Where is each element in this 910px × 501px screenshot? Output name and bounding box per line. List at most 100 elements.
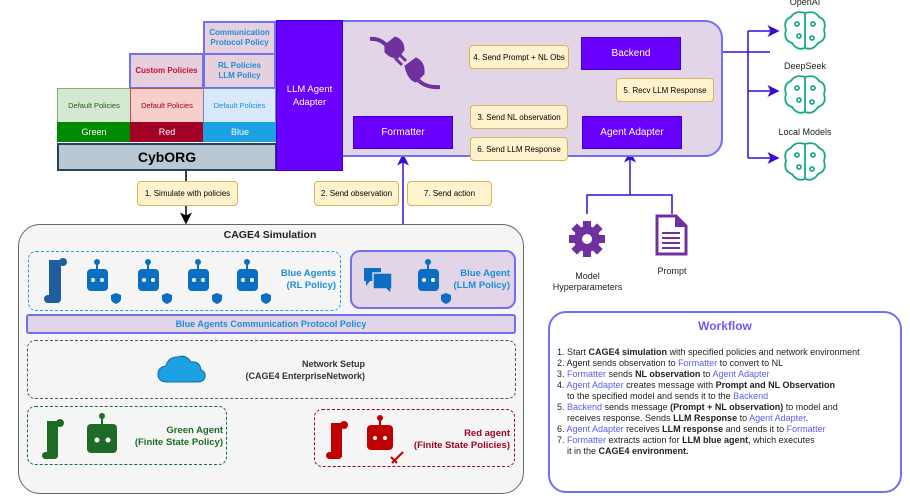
brain-circuit-icon [784, 142, 826, 181]
workflow-step-line: to the specified model and sends it to t… [557, 391, 902, 402]
workflow-text-segment: creates message with [623, 380, 716, 390]
model-local[interactable]: Local Models [770, 126, 840, 186]
workflow-text-segment: Prompt and NL Observation [715, 380, 835, 390]
step-4-tag: 4. Send Prompt + NL Obs [469, 45, 569, 69]
formatter-box[interactable]: Formatter [353, 116, 453, 149]
workflow-text-segment: sends [606, 369, 636, 379]
brain-circuit-icon [784, 11, 826, 50]
step-6-tag: 6. Send LLM Response [470, 137, 568, 161]
default-policies-blue: Default Policies [203, 88, 276, 123]
workflow-text-segment: LLM response [662, 424, 724, 434]
workflow-text-segment: Formatter [567, 369, 607, 379]
shield-icon [261, 293, 271, 304]
workflow-text-segment: 6. [557, 424, 567, 434]
llm-agent-adapter: LLM Agent Adapter [276, 20, 343, 171]
workflow-step-line: it in the CAGE4 environment. [557, 446, 902, 457]
custom-policies: Custom Policies [129, 53, 204, 89]
workflow-text-segment: Agent Adapter [566, 380, 624, 390]
workflow-text-segment: 5. [557, 402, 568, 412]
robot-icon [87, 413, 117, 453]
workflow-text-segment: to the specified model and sends it to t… [557, 391, 734, 401]
model-hyperparameters-label: Model Hyperparameters [552, 271, 623, 292]
workflow-text-segment: receives [623, 424, 663, 434]
team-green: Green [57, 122, 131, 142]
robot-icon [367, 415, 393, 450]
workflow-text-segment: CAGE4 environment. [598, 446, 689, 456]
step-5-tag: 5. Recv LLM Response [616, 78, 714, 102]
workflow-text-segment: 1. Start [557, 347, 589, 357]
shield-icon [212, 293, 222, 304]
label: 4. Send Prompt + NL Obs [473, 52, 565, 62]
robot-icon [237, 259, 271, 304]
label: Green [81, 127, 107, 137]
step-3-tag: 3. Send NL observation [470, 105, 568, 129]
scroll-icon [44, 258, 67, 303]
workflow-text-segment: sends message [602, 402, 671, 412]
team-blue: Blue [203, 122, 277, 142]
label: CybORG [137, 149, 197, 165]
label: Default Policies [213, 100, 266, 110]
agent-adapter-box[interactable]: Agent Adapter [582, 116, 682, 149]
workflow-text-segment: Backend [733, 391, 769, 401]
label: 2. Send observation [320, 189, 393, 198]
label: 7. Send action [423, 189, 476, 198]
step-1-tag: 1. Simulate with policies [137, 181, 238, 206]
workflow-step-line: 4. Agent Adapter creates message with Pr… [557, 380, 902, 391]
model-openai[interactable]: OpenAI [775, 0, 835, 55]
workflow-text-segment: and sends it to [723, 424, 787, 434]
workflow-text-segment: CAGE4 simulation [588, 347, 668, 357]
label: Default Policies [68, 100, 120, 110]
network-setup-label: Network Setup (CAGE4 EnterpriseNetwork) [225, 358, 365, 382]
workflow-text-segment: receives response. Sends [557, 413, 674, 423]
workflow-text-segment: LLM Response [673, 413, 738, 423]
model-deepseek[interactable]: DeepSeek [775, 60, 835, 115]
workflow-text-segment: with specified policies and network envi… [667, 347, 860, 357]
shield-icon [441, 293, 451, 304]
workflow-text-segment: NL observation [635, 369, 701, 379]
step-7-tag: 7. Send action [407, 181, 492, 206]
label: Backend [611, 48, 651, 59]
network-name: (CAGE4 EnterpriseNetwork) [245, 371, 365, 381]
communication-protocol-policy: Communication Protocol Policy [203, 21, 276, 55]
rl-llm-policies: RL Policies LLM Policy [203, 53, 276, 89]
workflow-text-segment: Agent Adapter [712, 369, 770, 379]
workflow-step-line: 7. Formatter extracts action for LLM blu… [557, 435, 902, 446]
robot-icon [138, 259, 172, 304]
team-red: Red [130, 122, 204, 142]
label: LLM Agent Adapter [286, 83, 333, 108]
workflow-text-segment: 3. [557, 369, 568, 379]
simulation-title: CAGE4 Simulation [223, 229, 317, 241]
model-label: DeepSeek [783, 61, 827, 71]
backend-box[interactable]: Backend [581, 37, 681, 70]
scroll-icon [42, 419, 64, 459]
workflow-text-segment: LLM blue agent [682, 435, 749, 445]
workflow-text-segment: Formatter [786, 424, 826, 434]
brain-circuit-icon [784, 75, 826, 114]
workflow-text-segment: (Prompt + NL observation) [670, 402, 784, 412]
blue-agents-rl-group [28, 251, 341, 311]
blue-agents-rl-label: Blue Agents (RL Policy) [280, 268, 336, 291]
label: Communication Protocol Policy [209, 28, 270, 47]
label: Agent Adapter [600, 127, 664, 138]
workflow-text-segment: 4. [557, 380, 567, 390]
workflow-steps: 1. Start CAGE4 simulation with specified… [557, 347, 902, 457]
shield-icon [111, 293, 121, 304]
workflow-step-line: receives response. Sends LLM Response to… [557, 413, 902, 424]
label: Blue [230, 127, 249, 137]
robot-icon [188, 259, 222, 304]
workflow-text-segment: to convert to NL [717, 358, 784, 368]
label: Blue Agents Communication Protocol Polic… [175, 319, 367, 329]
label: 5. Recv LLM Response [623, 85, 707, 95]
model-label: Local Models [778, 127, 832, 137]
network-setup-group [27, 340, 516, 399]
red-agent-policy: (Finite State Policies) [413, 440, 510, 451]
workflow-step-line: 3. Formatter sends NL observation to Age… [557, 369, 902, 380]
chat-bubbles-icon [364, 268, 393, 296]
blue-comm-protocol-bar: Blue Agents Communication Protocol Polic… [26, 314, 516, 334]
label: Formatter [381, 127, 425, 138]
label: 6. Send LLM Response [477, 144, 561, 154]
